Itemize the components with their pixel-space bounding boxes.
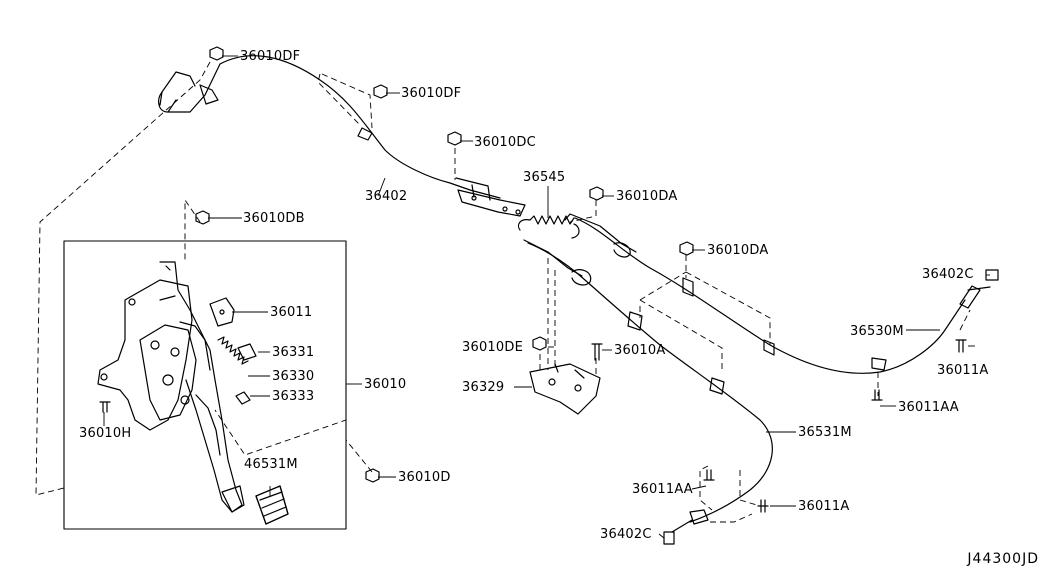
bolt-36010A bbox=[591, 343, 603, 361]
label-36011A-2: 36011A bbox=[798, 499, 850, 514]
label-36010DF-2: 36010DF bbox=[401, 86, 462, 101]
pedal-pad bbox=[255, 485, 289, 525]
switch-part bbox=[209, 297, 235, 327]
label-36010DF-1: 36010DF bbox=[240, 49, 301, 64]
label-36010DB: 36010DB bbox=[243, 211, 305, 226]
pedal-pad-stub bbox=[221, 485, 245, 513]
dash-front bbox=[35, 61, 211, 496]
label-36010A: 36010A bbox=[614, 343, 666, 358]
label-36010DA-1: 36010DA bbox=[616, 189, 678, 204]
front-cable-end-loop bbox=[158, 63, 221, 113]
nut-36010DA-1 bbox=[589, 186, 604, 201]
bolt-36010H bbox=[99, 401, 111, 413]
label-36010H: 36010H bbox=[79, 426, 132, 441]
label-36010DE: 36010DE bbox=[462, 340, 523, 355]
nut-36010D bbox=[365, 468, 380, 483]
nut-36010DB bbox=[195, 210, 210, 225]
nut-36010DF-2 bbox=[373, 84, 388, 99]
pedal-arm bbox=[159, 261, 243, 513]
front-cable-bracket bbox=[199, 84, 219, 105]
label-36011: 36011 bbox=[270, 305, 313, 320]
small-bracket bbox=[237, 343, 257, 361]
diagram-code: J44300JD bbox=[967, 551, 1039, 567]
label-36011AA-1: 36011AA bbox=[898, 400, 959, 415]
nut-36010DF-1 bbox=[209, 46, 224, 61]
rear-cable-left bbox=[527, 242, 773, 523]
label-36402C-bottom: 36402C bbox=[600, 527, 652, 542]
bolt-36011A-1 bbox=[955, 339, 967, 353]
label-36010DA-2: 36010DA bbox=[707, 243, 769, 258]
label-36330: 36330 bbox=[272, 369, 315, 384]
label-36531M: 36531M bbox=[798, 425, 852, 440]
cable-end-36402C-bottom bbox=[663, 531, 675, 545]
label-36545: 36545 bbox=[523, 170, 566, 185]
label-46531M: 46531M bbox=[244, 457, 298, 472]
cable-end-left bbox=[689, 509, 709, 525]
pedal-bracket bbox=[97, 279, 193, 431]
label-36530M: 36530M bbox=[850, 324, 904, 339]
cable-connector bbox=[613, 242, 631, 258]
label-36011A-1: 36011A bbox=[937, 363, 989, 378]
label-36010D: 36010D bbox=[398, 470, 451, 485]
cable-end-36402C-top bbox=[985, 269, 999, 281]
label-36329: 36329 bbox=[462, 380, 505, 395]
nut-36010DC bbox=[447, 131, 462, 146]
nut-36010DA-2 bbox=[679, 241, 694, 256]
label-36011AA-2: 36011AA bbox=[632, 482, 693, 497]
front-cable bbox=[219, 55, 501, 199]
pedal-assembly-frame bbox=[63, 240, 347, 530]
label-36402: 36402 bbox=[365, 189, 408, 204]
cable-end-right bbox=[959, 285, 981, 309]
label-36402C-top: 36402C bbox=[922, 267, 974, 282]
label-36333: 36333 bbox=[272, 389, 315, 404]
bolt-36011AA-2 bbox=[703, 469, 715, 481]
cable-connector-left bbox=[571, 269, 592, 286]
label-36010: 36010 bbox=[364, 377, 407, 392]
equalizer-bracket bbox=[457, 189, 526, 217]
mounting-bracket bbox=[529, 363, 601, 415]
label-36331: 36331 bbox=[272, 345, 315, 360]
nut-36010DE bbox=[532, 336, 547, 351]
bolt-36011AA-1 bbox=[871, 389, 883, 401]
clip-part bbox=[235, 391, 251, 405]
label-36010DC: 36010DC bbox=[474, 135, 536, 150]
front-cable-clip bbox=[357, 127, 373, 141]
